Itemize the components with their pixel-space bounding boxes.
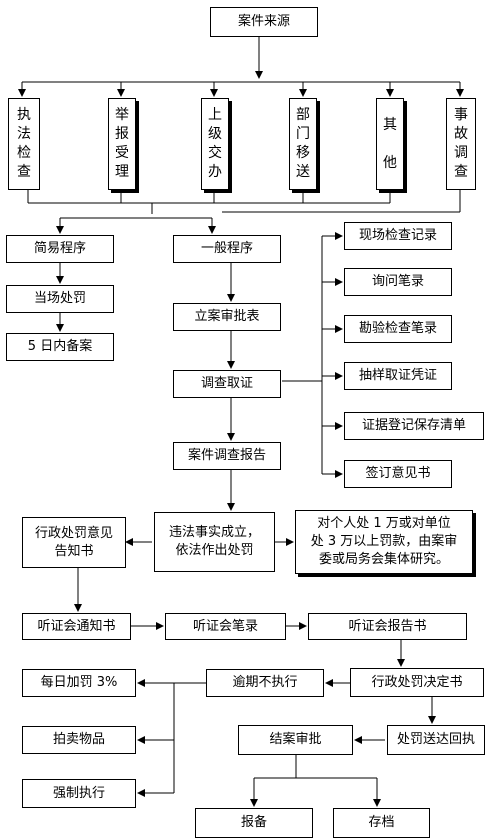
closing-approval-label: 结案审批 xyxy=(269,732,322,748)
evidence-inquiry-label: 询问笔录 xyxy=(371,274,424,290)
on-spot-penalty-box: 当场处罚 xyxy=(6,285,114,313)
archive-box: 存档 xyxy=(333,808,430,838)
evidence-sampling-box: 抽样取证凭证 xyxy=(344,362,452,390)
source-report-label: 举 报 受 理 xyxy=(115,107,129,180)
source-accident-box: 事 故 调 查 xyxy=(446,98,476,190)
investigation-report-label: 案件调查报告 xyxy=(187,448,266,464)
simple-procedure-label: 简易程序 xyxy=(33,241,86,257)
evidence-survey-label: 勘验检查笔录 xyxy=(358,321,437,337)
filing-approval-label: 立案审批表 xyxy=(194,309,260,325)
collective-study-label: 对个人处 1 万或对单位 处 3 万以上罚款，由案审 委或局务会集体研究。 xyxy=(310,516,458,567)
source-other-label: 其 他 xyxy=(383,116,397,171)
enforcement-label: 强制执行 xyxy=(52,785,105,801)
source-superior-label: 上 级 交 办 xyxy=(208,107,222,180)
filing-5days-box: 5 日内备案 xyxy=(6,333,114,361)
evidence-opinion-label: 签订意见书 xyxy=(365,466,431,482)
record-label: 报备 xyxy=(240,815,267,831)
daily-fine-box: 每日加罚 3% xyxy=(22,669,136,697)
closing-approval-box: 结案审批 xyxy=(238,725,353,755)
overdue-label: 逾期不执行 xyxy=(232,675,298,691)
daily-fine-label: 每日加罚 3% xyxy=(40,675,118,691)
record-box: 报备 xyxy=(195,808,313,838)
general-procedure-label: 一般程序 xyxy=(200,241,253,257)
overdue-box: 逾期不执行 xyxy=(206,669,324,697)
delivery-receipt-box: 处罚送达回执 xyxy=(387,725,485,755)
case-source-label: 案件来源 xyxy=(237,14,290,30)
source-superior-box: 上 级 交 办 xyxy=(201,98,229,190)
violation-confirmed-box: 违法事实成立， 依法作出处罚 xyxy=(154,512,275,572)
auction-box: 拍卖物品 xyxy=(22,726,136,754)
simple-procedure-box: 简易程序 xyxy=(6,235,114,263)
evidence-survey-box: 勘验检查笔录 xyxy=(344,315,452,343)
source-other-box: 其 他 xyxy=(376,98,404,190)
evidence-register-label: 证据登记保存清单 xyxy=(361,418,466,434)
hearing-report-label: 听证会报告书 xyxy=(348,618,427,634)
evidence-opinion-box: 签订意见书 xyxy=(344,460,452,488)
evidence-site-record-label: 现场检查记录 xyxy=(358,228,437,244)
source-transfer-box: 部 门 移 送 xyxy=(289,98,317,190)
penalty-decision-box: 行政处罚决定书 xyxy=(350,668,484,697)
source-transfer-label: 部 门 移 送 xyxy=(296,107,310,180)
investigation-report-box: 案件调查报告 xyxy=(173,442,281,470)
archive-label: 存档 xyxy=(368,815,395,831)
source-accident-label: 事 故 调 查 xyxy=(454,107,468,180)
investigation-box: 调查取证 xyxy=(173,370,281,398)
case-source-box: 案件来源 xyxy=(210,7,318,37)
penalty-notice-box: 行政处罚意见 告知书 xyxy=(22,517,126,568)
hearing-notice-box: 听证会通知书 xyxy=(22,613,131,640)
filing-5days-label: 5 日内备案 xyxy=(27,339,93,355)
on-spot-penalty-label: 当场处罚 xyxy=(33,291,86,307)
auction-label: 拍卖物品 xyxy=(52,732,105,748)
hearing-report-box: 听证会报告书 xyxy=(308,613,467,640)
hearing-record-box: 听证会笔录 xyxy=(165,613,286,640)
general-procedure-box: 一般程序 xyxy=(173,235,281,263)
hearing-record-label: 听证会笔录 xyxy=(192,618,258,634)
penalty-notice-label: 行政处罚意见 告知书 xyxy=(34,525,113,559)
evidence-register-box: 证据登记保存清单 xyxy=(344,412,484,440)
enforcement-box: 强制执行 xyxy=(22,779,136,808)
delivery-receipt-label: 处罚送达回执 xyxy=(396,732,475,748)
source-inspection-label: 执 法 检 查 xyxy=(17,107,31,180)
investigation-label: 调查取证 xyxy=(200,376,253,392)
penalty-decision-label: 行政处罚决定书 xyxy=(371,674,463,690)
collective-study-box: 对个人处 1 万或对单位 处 3 万以上罚款，由案审 委或局务会集体研究。 xyxy=(295,510,473,574)
evidence-site-record-box: 现场检查记录 xyxy=(344,222,452,250)
source-report-box: 举 报 受 理 xyxy=(108,98,136,190)
hearing-notice-label: 听证会通知书 xyxy=(37,618,116,634)
evidence-inquiry-box: 询问笔录 xyxy=(344,268,452,296)
violation-confirmed-label: 违法事实成立， 依法作出处罚 xyxy=(168,525,260,558)
source-inspection-box: 执 法 检 查 xyxy=(8,98,40,190)
filing-approval-box: 立案审批表 xyxy=(173,303,281,331)
evidence-sampling-label: 抽样取证凭证 xyxy=(358,368,437,384)
